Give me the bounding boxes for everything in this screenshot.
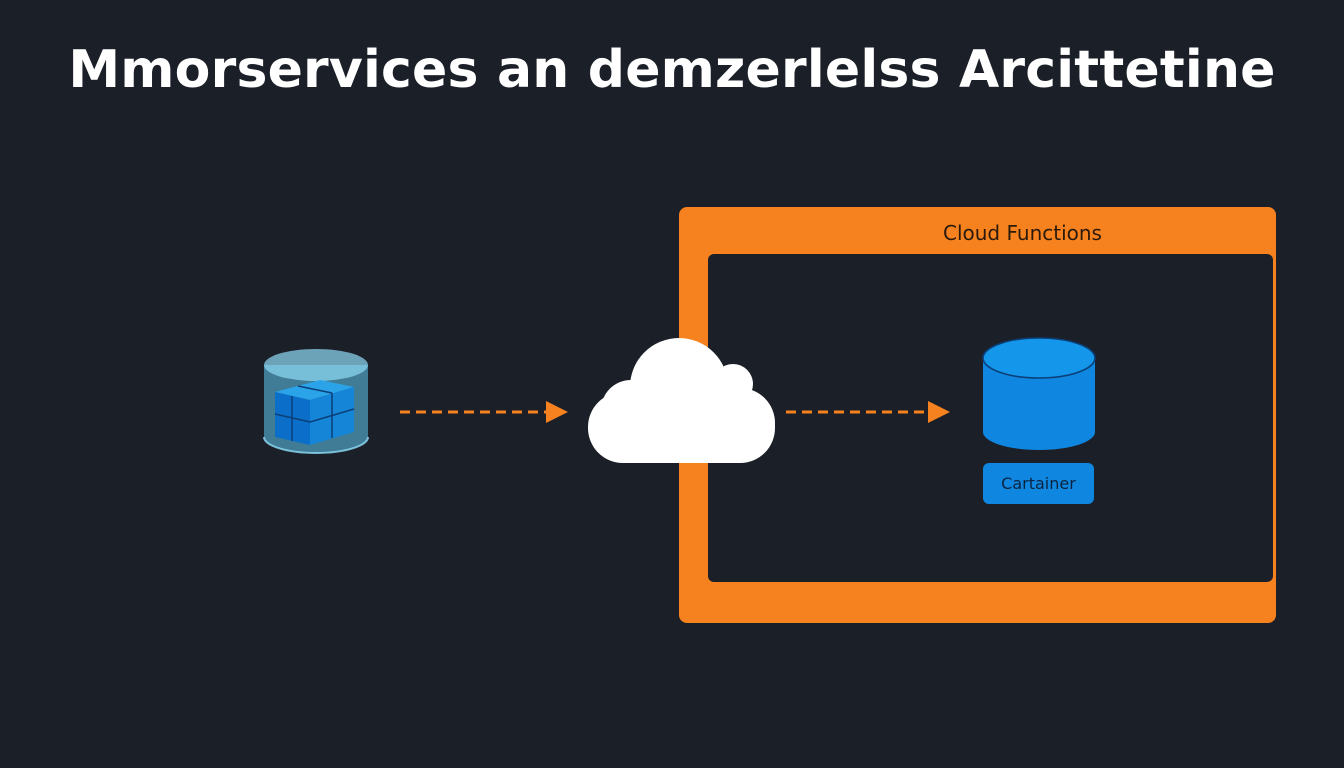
page-title: Mmorservices an demzerlelss Arcittetine — [68, 40, 1276, 100]
flow-arrow-2 — [786, 401, 950, 423]
container-label: Cartainer — [1001, 474, 1076, 493]
cloud-icon — [588, 338, 775, 463]
container-label-box: Cartainer — [983, 463, 1094, 504]
cloud-functions-panel: Cloud Functions — [679, 207, 1276, 623]
database-cylinder-icon — [982, 337, 1096, 450]
database-cube-icon — [263, 349, 369, 454]
cloud-functions-label: Cloud Functions — [943, 221, 1102, 245]
flow-arrow-1 — [400, 401, 568, 423]
